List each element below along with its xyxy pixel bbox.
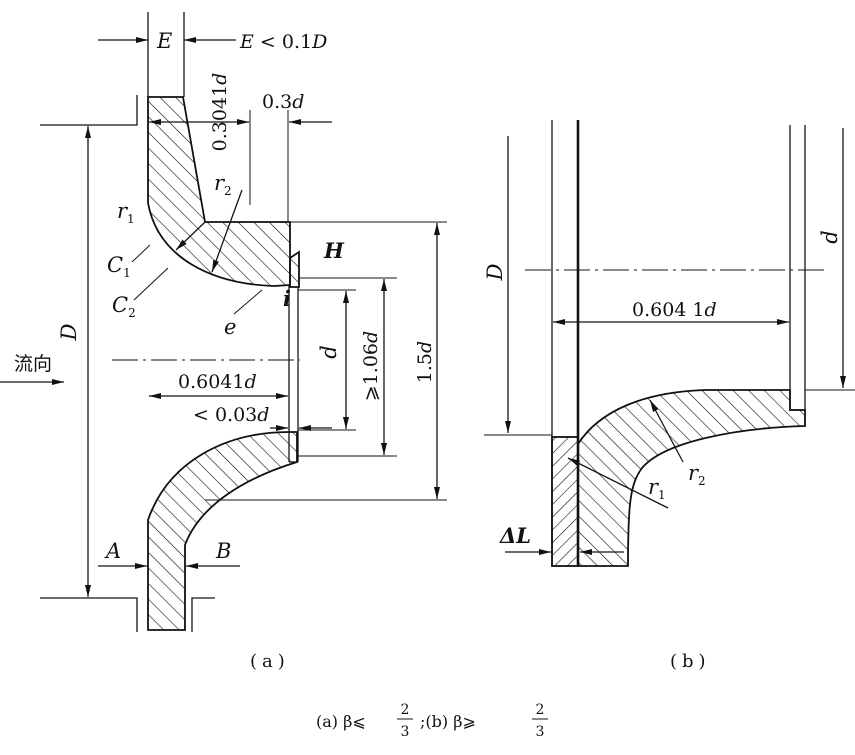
c2-label: C2 <box>112 293 136 320</box>
figure-b-label: (b) <box>670 651 711 672</box>
recess-diameter-label: ⩾1.06d <box>360 331 382 401</box>
recess-diameter-value: ⩾1.06 <box>360 343 382 401</box>
r1-radius-arrow <box>175 221 206 251</box>
c2-main: C <box>112 293 128 317</box>
caption-fraction-b-denominator: 3 <box>536 724 545 740</box>
e-surface-label: e <box>224 315 236 339</box>
recess-length-value: 0.3 <box>262 91 292 113</box>
outer-diameter-value: 1.5 <box>414 353 436 383</box>
inlet-length-value: 0.3041 <box>209 85 231 151</box>
e-label: E <box>156 29 172 53</box>
throat-diameter-label: d <box>818 230 842 243</box>
c2-leader <box>133 267 169 301</box>
inlet-length-label: 0.3041d <box>209 73 231 152</box>
r1-label: r1 <box>117 199 135 226</box>
e-limit-label: E < 0.1D <box>239 31 327 53</box>
nozzle-length-var: d <box>705 299 717 321</box>
recess-wall-value: < 0.03 <box>193 404 257 426</box>
caption-part-a: (a) β⩽ <box>316 712 366 731</box>
outer-diameter-var: d <box>414 341 436 353</box>
nozzle-length-label: 0.6041d <box>178 371 257 393</box>
inlet-length-var: d <box>209 73 231 85</box>
figure-a: E E < 0.1D D 流向 r2 r1 C1 C2 e i H <box>0 12 447 672</box>
pipe-diameter-label: D <box>57 323 81 341</box>
caption-fraction-a-numerator: 2 <box>401 702 410 718</box>
pipe-wall-lower-right <box>191 597 215 632</box>
c1-leader <box>131 244 151 263</box>
r1-main: r <box>648 475 660 499</box>
recess-wall-var: d <box>257 404 269 426</box>
c2-sub: 2 <box>128 306 136 320</box>
r2-main: r <box>688 461 700 485</box>
i-label: i <box>283 286 291 311</box>
recess-length-label: 0.3d <box>262 91 304 113</box>
r2-radius-arrow <box>649 399 684 463</box>
caption-fraction-b-numerator: 2 <box>536 702 545 718</box>
throat-diameter-label: d <box>317 345 341 358</box>
pipe-wall-section <box>551 436 579 567</box>
r1-sub: 1 <box>658 488 666 502</box>
c1-sub: 1 <box>123 266 131 280</box>
delta-l-label: ΔL <box>499 523 531 548</box>
pipe-diameter-label: D <box>483 263 507 281</box>
h-label: H <box>323 238 345 263</box>
caption-part-b: ;(b) β⩾ <box>420 712 476 731</box>
r2-sub: 2 <box>224 184 232 198</box>
c1-label: C1 <box>107 253 131 280</box>
e-limit-value: < 0.1 <box>254 31 312 53</box>
flow-direction-label: 流向 <box>14 353 52 375</box>
r2-sub: 2 <box>698 474 706 488</box>
pipe-wall-lower-left <box>40 597 138 632</box>
r1-main: r <box>117 199 129 223</box>
r1-radius-arrow <box>567 457 669 509</box>
nozzle-length-value: 0.604 1 <box>632 299 705 321</box>
e-limit-var: E <box>239 31 254 53</box>
r2-label: r2 <box>214 171 232 198</box>
caption-fraction-a-denominator: 3 <box>401 724 410 740</box>
figure-a-label: (a) <box>250 651 290 672</box>
r1-sub: 1 <box>127 212 135 226</box>
c1-main: C <box>107 253 123 277</box>
recess-step-section <box>289 250 300 288</box>
recess-diameter-var: d <box>360 331 382 343</box>
caption: (a) β⩽ 2 3 ;(b) β⩾ 2 3 <box>316 702 548 740</box>
nozzle-lower-section <box>147 431 298 631</box>
pipe-wall-upper <box>40 95 138 126</box>
r2-label: r2 <box>688 461 706 488</box>
nozzle-length-var: d <box>244 371 256 393</box>
throat-wall <box>789 125 806 411</box>
nozzle-length-label: 0.604 1d <box>632 299 717 321</box>
e-surface-leader <box>233 289 263 315</box>
a-label: A <box>104 539 121 563</box>
r2-main: r <box>214 171 226 195</box>
b-label: B <box>215 539 231 563</box>
r1-label: r1 <box>648 475 666 502</box>
recess-length-var: d <box>292 91 304 113</box>
outer-diameter-label: 1.5d <box>414 341 436 383</box>
e-limit-pipe-var: D <box>311 31 327 53</box>
recess-wall-label: < 0.03d <box>193 404 269 426</box>
figure-b: D d 0.604 1d r2 r1 ΔL (b) <box>483 120 855 672</box>
r2-radius-arrow <box>211 189 243 273</box>
nozzle-length-value: 0.6041 <box>178 371 244 393</box>
nozzle-section <box>577 389 806 567</box>
